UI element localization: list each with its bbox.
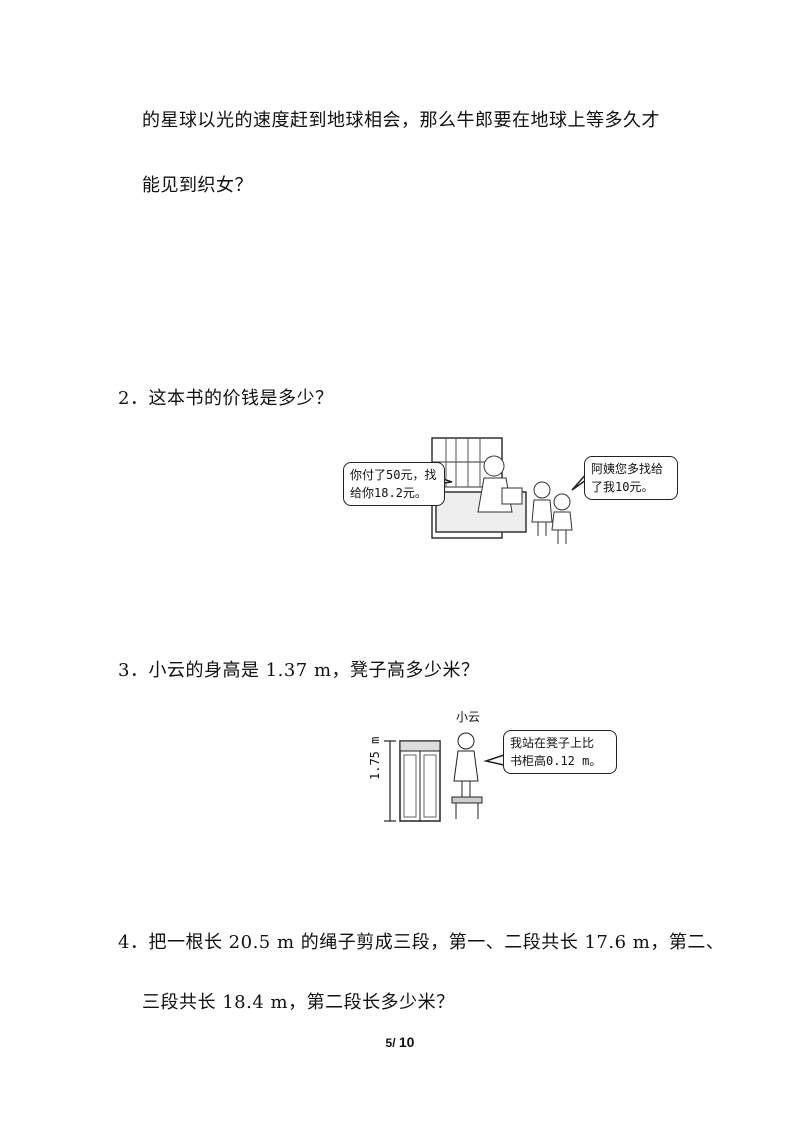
page-current: 5/: [385, 1036, 396, 1050]
question-1-line-2: 能见到织女？: [142, 175, 253, 196]
page-total: 10: [398, 1034, 415, 1050]
question-1-line-1: 的星球以光的速度赶到地球相会，那么牛郎要在地球上等多久才: [142, 110, 660, 131]
question-3-text: 3．小云的身高是 1.37 m，凳子高多少米？: [118, 660, 480, 681]
page-number: 5/ 10: [0, 1034, 800, 1050]
speech-bubble-child: 阿姨您多找给 了我10元。: [584, 456, 678, 500]
dimension-label: 1.75 m: [368, 736, 382, 780]
cabinet-illustration: [384, 732, 505, 822]
question-2-text: 2．这本书的价钱是多少？: [118, 388, 334, 409]
xiaoyun-label: 小云: [456, 710, 481, 724]
question-4-line-1: 4．把一根长 20.5 m 的绳子剪成三段，第一、二段共长 17.6 m，第二、: [118, 932, 725, 953]
speech-bubble-xiaoyun: 我站在凳子上比 书柜高0.12 m。: [503, 730, 617, 774]
question-4-line-2: 三段共长 18.4 m，第二段长多少米？: [142, 992, 455, 1013]
speech-bubble-clerk: 你付了50元，找 给你18.2元。: [343, 462, 445, 506]
